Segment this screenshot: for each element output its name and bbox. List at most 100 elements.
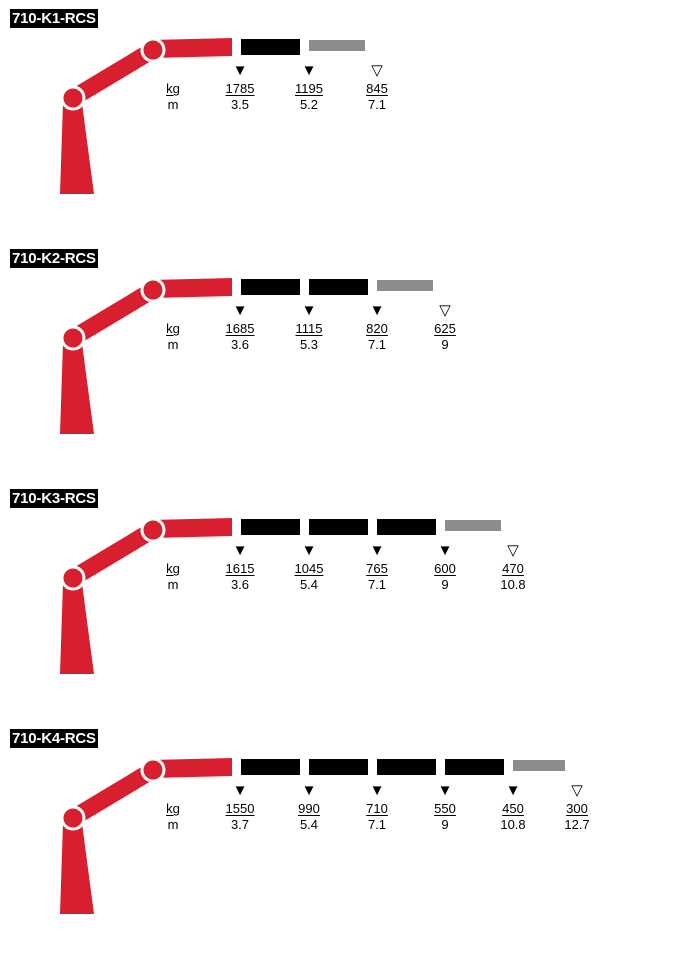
extension-segment — [241, 279, 300, 295]
reach-value: 5.3 — [299, 337, 319, 352]
extension-segment — [377, 519, 436, 535]
filled-triangle-down-icon: ▼ — [369, 302, 385, 319]
crane-outer-boom — [152, 518, 232, 538]
reach-value: 9 — [441, 577, 449, 592]
reach-unit: m — [167, 97, 179, 112]
load-value: 550 — [434, 801, 456, 816]
reach-value: 5.2 — [299, 97, 319, 112]
reach-value: 5.4 — [299, 577, 319, 592]
reach-value: 9 — [441, 817, 449, 832]
extension-segment — [377, 759, 436, 775]
reach-value: 3.6 — [230, 577, 250, 592]
filled-triangle-down-icon: ▼ — [437, 542, 453, 559]
crane-joint — [60, 805, 86, 831]
filled-triangle-down-icon: ▼ — [437, 782, 453, 799]
reach-value: 12.7 — [564, 817, 590, 832]
outline-triangle-down-icon: ▽ — [571, 782, 583, 799]
crane-illustration — [60, 757, 232, 914]
reach-unit: m — [167, 577, 179, 592]
reach-value: 7.1 — [367, 577, 387, 592]
load-value: 470 — [502, 561, 524, 576]
jib-segment — [445, 520, 501, 531]
model-title: 710-K1-RCS — [10, 9, 98, 28]
model-title: 710-K2-RCS — [10, 249, 98, 268]
outline-triangle-down-icon: ▽ — [371, 62, 383, 79]
load-value: 845 — [366, 81, 388, 96]
filled-triangle-down-icon: ▼ — [301, 542, 317, 559]
filled-triangle-down-icon: ▼ — [232, 302, 248, 319]
crane-illustration — [60, 517, 232, 674]
model-title: 710-K3-RCS — [10, 489, 98, 508]
filled-triangle-down-icon: ▼ — [232, 782, 248, 799]
filled-triangle-down-icon: ▼ — [369, 782, 385, 799]
load-value: 600 — [434, 561, 456, 576]
jib-segment — [513, 760, 565, 771]
crane-column — [60, 343, 94, 434]
crane-joint — [60, 325, 86, 351]
extension-segment — [309, 759, 368, 775]
reach-unit: m — [167, 337, 179, 352]
filled-triangle-down-icon: ▼ — [301, 302, 317, 319]
crane-joint — [60, 565, 86, 591]
crane-outer-boom — [152, 278, 232, 298]
extension-segment — [445, 759, 504, 775]
load-value: 300 — [566, 801, 588, 816]
reach-value: 7.1 — [367, 817, 387, 832]
extension-segment — [309, 519, 368, 535]
crane-inner-boom — [68, 762, 158, 826]
crane-joint — [140, 517, 166, 543]
load-value: 710 — [366, 801, 388, 816]
load-unit: kg — [166, 801, 180, 816]
extension-segment — [241, 519, 300, 535]
reach-value: 3.7 — [230, 817, 250, 832]
reach-value: 3.6 — [230, 337, 250, 352]
load-value: 1685 — [225, 321, 255, 336]
jib-segment — [377, 280, 433, 291]
extension-segment — [309, 279, 368, 295]
load-value: 1550 — [225, 801, 255, 816]
crane-column — [60, 823, 94, 914]
reach-value: 7.1 — [367, 97, 387, 112]
reach-value: 5.4 — [299, 817, 319, 832]
crane-joint — [140, 277, 166, 303]
crane-column — [60, 103, 94, 194]
load-value: 625 — [434, 321, 456, 336]
model-title: 710-K4-RCS — [10, 729, 98, 748]
crane-inner-boom — [68, 522, 158, 586]
crane-inner-boom — [68, 42, 158, 106]
crane-illustration — [60, 37, 232, 194]
crane-illustration — [60, 277, 232, 434]
outline-triangle-down-icon: ▽ — [439, 302, 451, 319]
crane-outer-boom — [152, 38, 232, 58]
crane-joint — [140, 37, 166, 63]
load-unit: kg — [166, 321, 180, 336]
crane-joint — [60, 85, 86, 111]
reach-value: 9 — [441, 337, 449, 352]
load-value: 1045 — [294, 561, 324, 576]
outline-triangle-down-icon: ▽ — [507, 542, 519, 559]
extension-segment — [241, 759, 300, 775]
crane-inner-boom — [68, 282, 158, 346]
reach-value: 7.1 — [367, 337, 387, 352]
reach-value: 10.8 — [500, 577, 526, 592]
filled-triangle-down-icon: ▼ — [369, 542, 385, 559]
